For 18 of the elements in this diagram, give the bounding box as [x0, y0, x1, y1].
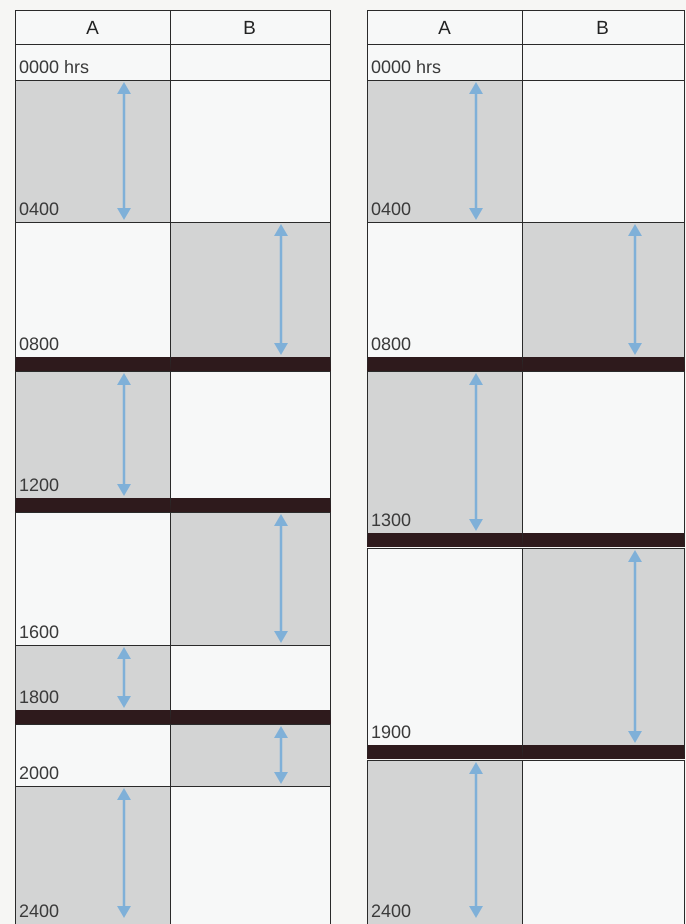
column-header: A [437, 19, 452, 38]
time-label: 0400 [19, 200, 60, 218]
column-header: A [85, 19, 100, 38]
time-label: 2000 [19, 764, 60, 782]
time-label: 0000 hrs [371, 58, 442, 76]
time-label: 1600 [19, 623, 60, 641]
time-label: 2400 [19, 902, 60, 920]
column-header: B [242, 19, 257, 38]
time-label: 1800 [19, 688, 60, 706]
column-header: B [595, 19, 610, 38]
time-label: 0000 hrs [19, 58, 90, 76]
time-label: 1300 [371, 511, 412, 529]
time-label: 1900 [371, 723, 412, 741]
time-label: 2400 [371, 902, 412, 920]
time-label: 0400 [371, 200, 412, 218]
time-label: 1200 [19, 476, 60, 494]
time-label: 0800 [19, 335, 60, 353]
time-label: 0800 [371, 335, 412, 353]
